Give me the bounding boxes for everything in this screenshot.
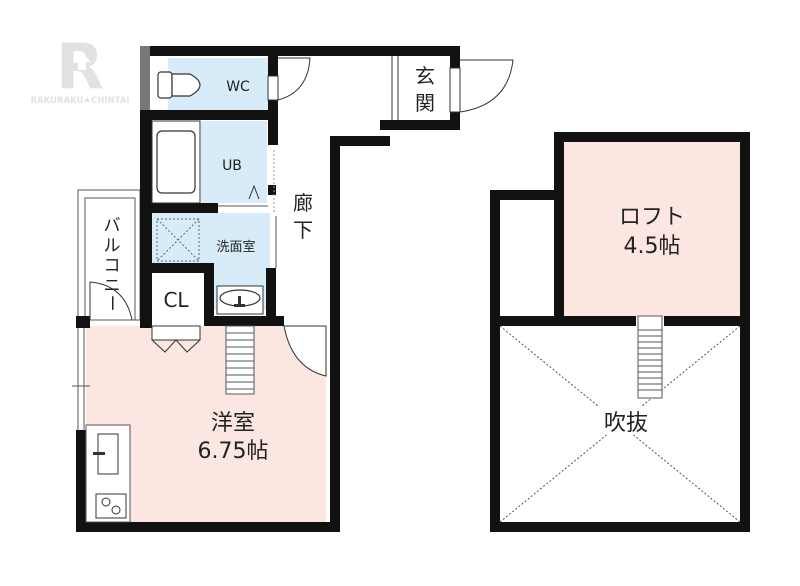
front-door [449, 59, 514, 113]
balcony-door [89, 281, 133, 321]
label-balcony-3: コ [104, 256, 121, 276]
label-loft: ロフト [619, 205, 685, 230]
loft-ladder [637, 315, 663, 399]
floor-1: WC UB 洗面室 CL 廊 下 玄 関 バ ル コ ニ ー 洋室 6.75帖 [72, 46, 514, 532]
label-bg [595, 407, 657, 435]
brand-name: RAKURAKU★CHINTAI [30, 96, 129, 106]
staircase [225, 325, 255, 395]
floor-2: ロフト 4.5帖 吹抜 [490, 132, 750, 532]
label-closet: CL [163, 288, 189, 312]
label-corridor-2: 下 [293, 218, 313, 242]
label-entrance-1: 玄 [415, 64, 435, 88]
toilet-icon [157, 71, 201, 99]
label-balcony-5: ー [101, 295, 121, 312]
label-corridor-1: 廊 [293, 191, 313, 215]
walls-floor-2 [490, 132, 750, 532]
house-icon [73, 52, 91, 70]
loft-room [564, 142, 740, 318]
label-washroom: 洗面室 [216, 239, 255, 255]
stove-icon [95, 493, 127, 519]
label-open-ceiling: 吹抜 [604, 411, 648, 436]
washroom-room [152, 213, 270, 265]
bathtub-icon [151, 120, 201, 204]
window [72, 328, 90, 430]
label-wc: WC [226, 79, 250, 95]
label-western-room-size: 6.75帖 [198, 439, 269, 464]
label-ub: UB [222, 158, 242, 174]
label-balcony-1: バ [104, 216, 121, 236]
label-balcony-2: ル [104, 236, 121, 256]
kitchen [85, 424, 131, 523]
closet-door [151, 325, 201, 353]
washing-machine-space-icon [156, 218, 200, 262]
watermark-logo: R RAKURAKU★CHINTAI [30, 30, 129, 106]
label-loft-size: 4.5帖 [624, 234, 681, 259]
wc-door [267, 57, 311, 101]
ub-room [201, 121, 267, 203]
walls [76, 46, 460, 532]
room-door [283, 325, 327, 377]
ub-door-mark-icon [248, 184, 260, 200]
entrance-step [391, 56, 399, 120]
label-balcony-4: ニ [104, 276, 121, 296]
label-western-room: 洋室 [211, 411, 255, 436]
washbasin-icon [216, 285, 264, 315]
label-entrance-2: 関 [415, 91, 435, 115]
